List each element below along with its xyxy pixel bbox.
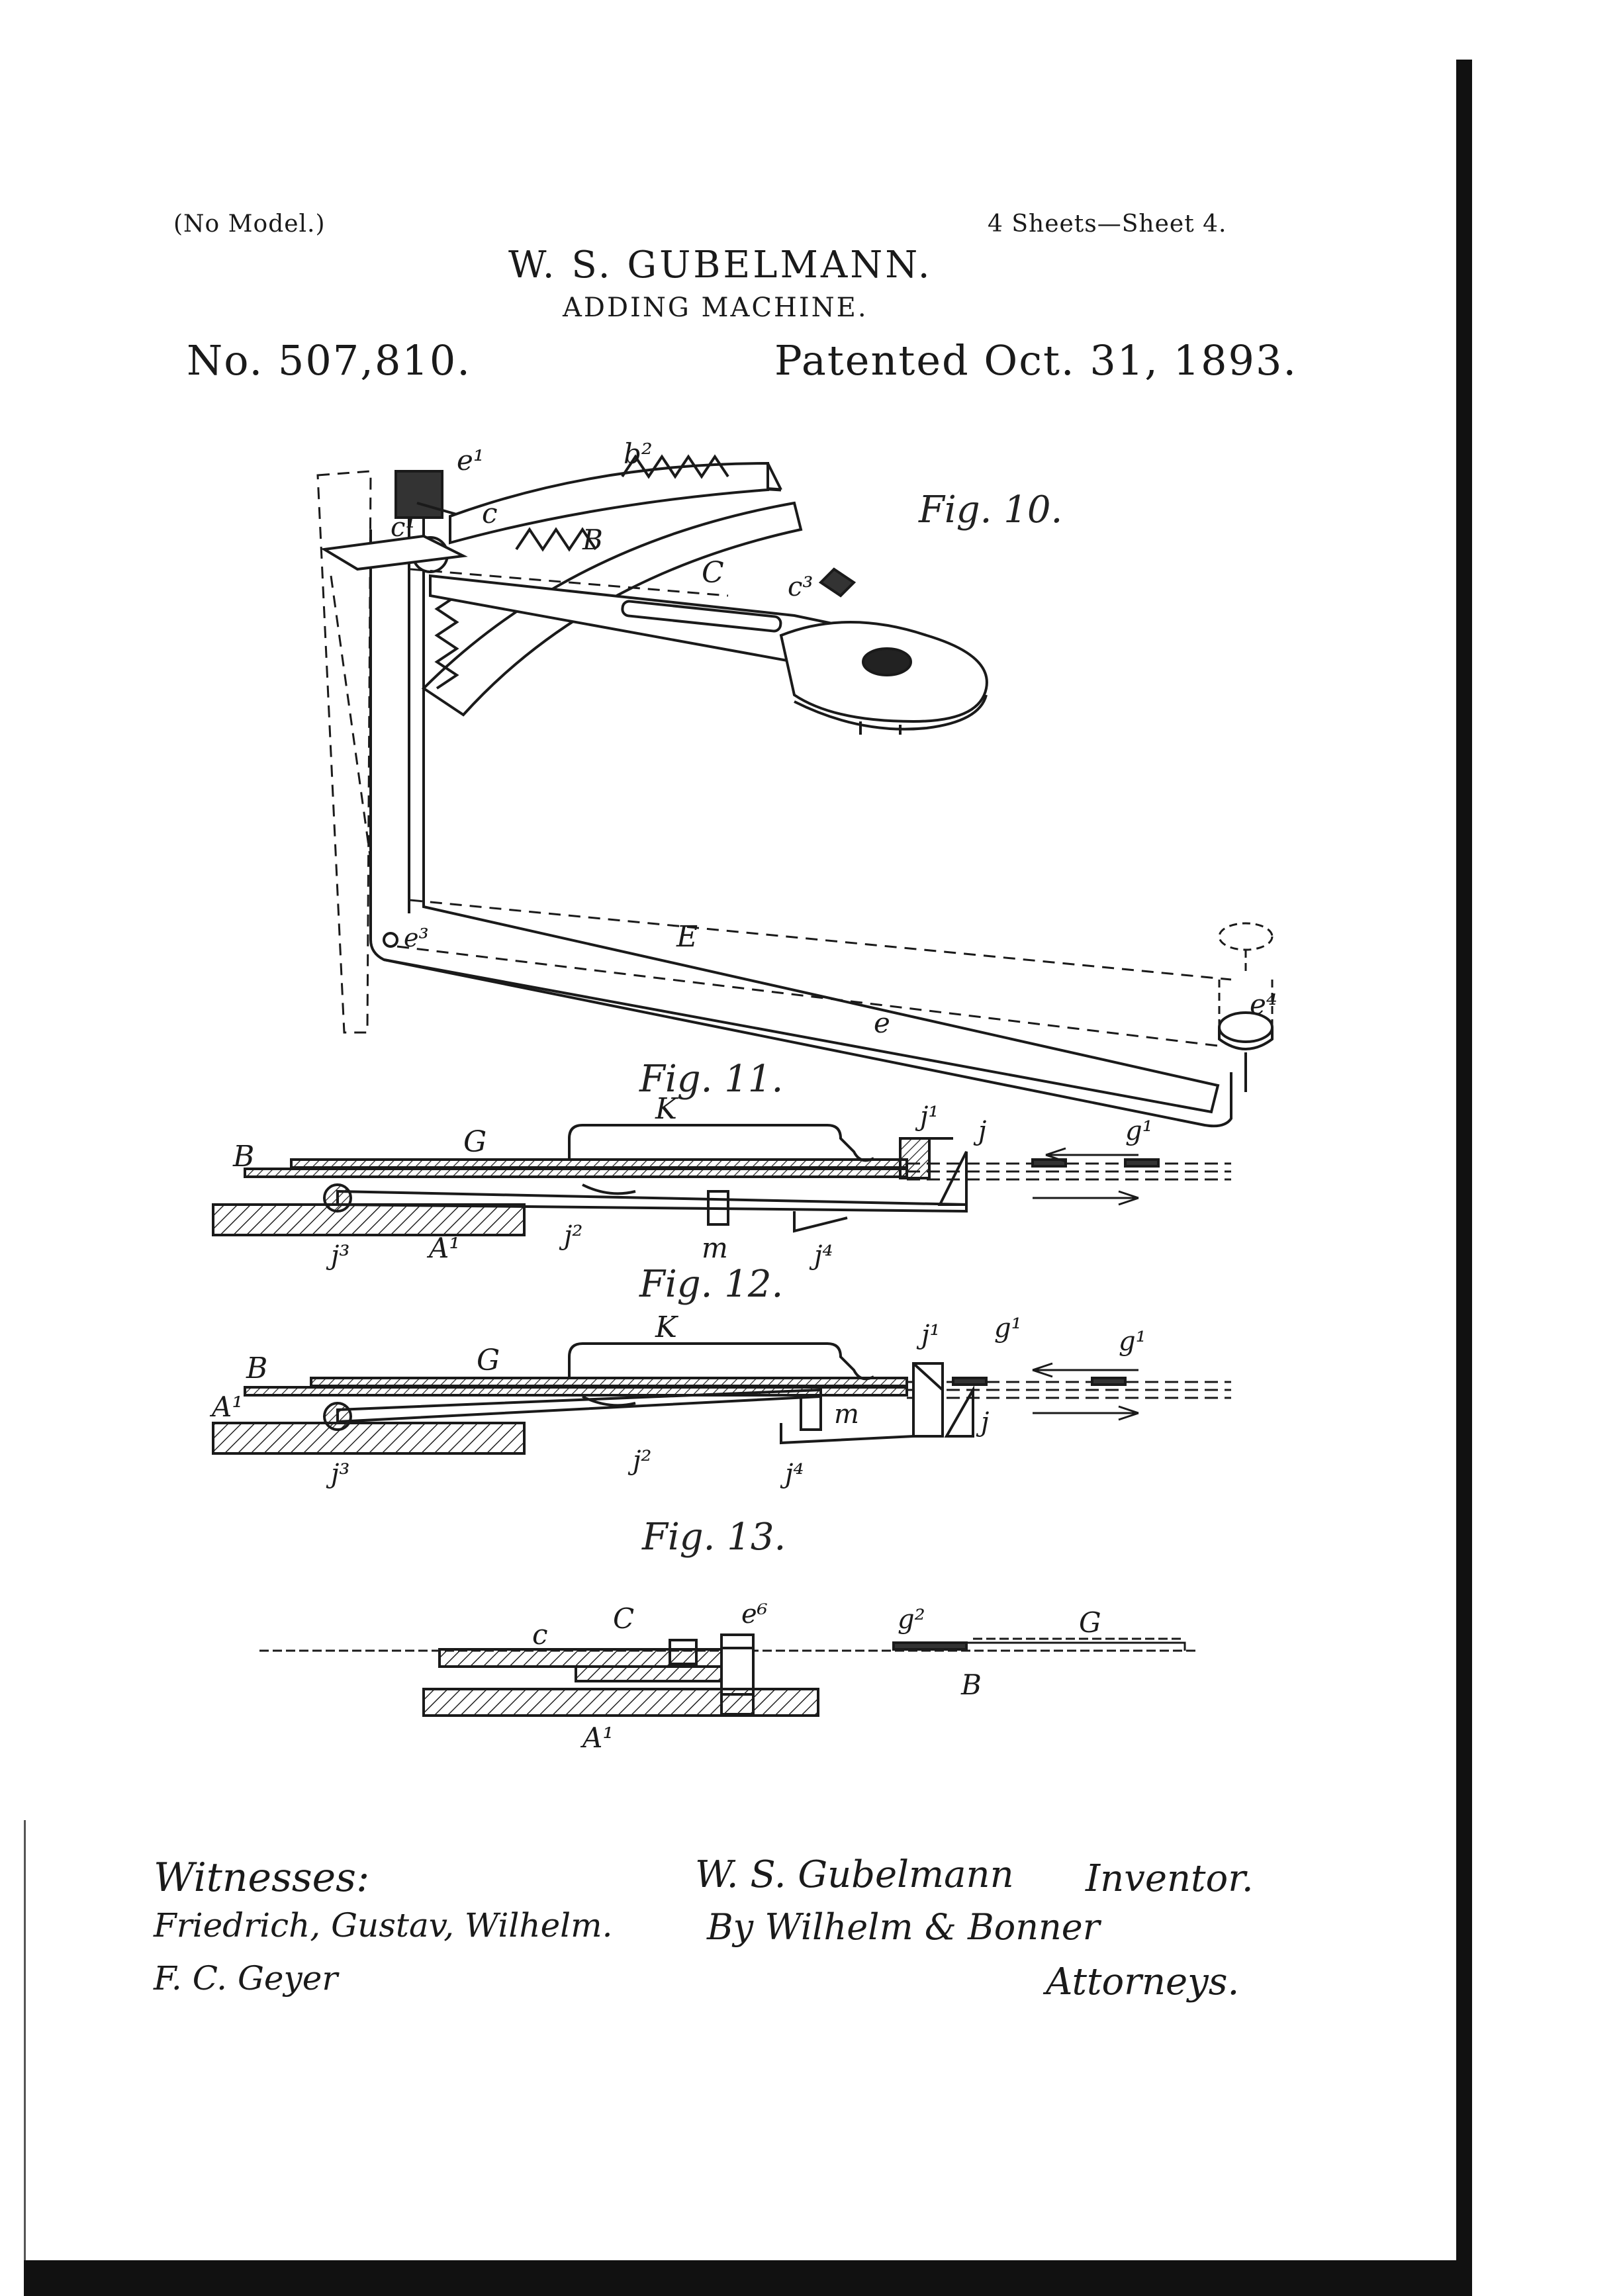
svg-text:e⁴: e⁴ [1250, 988, 1277, 1021]
svg-text:B: B [246, 1352, 267, 1385]
attorney-by-line: By Wilhelm & Bonner [707, 1906, 1100, 1948]
witness-signature-1: Friedrich, Gustav, Wilhelm. [154, 1906, 613, 1945]
svg-text:g¹: g¹ [994, 1313, 1022, 1344]
fig12-label: Fig. 12. [639, 1263, 784, 1306]
svg-text:G: G [1079, 1606, 1101, 1639]
svg-text:j¹: j¹ [915, 1101, 939, 1132]
fig12-drawing: B G K j¹ g¹ g¹ A¹ m j j³ j² j⁴ [209, 1310, 1231, 1489]
fig13-drawing: c C e⁶ g² G B A¹ [259, 1599, 1198, 1754]
svg-text:g¹: g¹ [1119, 1326, 1146, 1357]
svg-text:j³: j³ [326, 1459, 349, 1489]
svg-text:e³: e³ [404, 923, 429, 952]
svg-text:j²: j² [559, 1220, 582, 1251]
patent-number: No. 507,810. [187, 336, 471, 385]
fig10-label: Fig. 10. [919, 488, 1063, 531]
svg-text:B: B [960, 1669, 982, 1701]
svg-text:j²: j² [627, 1446, 651, 1476]
svg-text:B: B [232, 1140, 254, 1173]
inventor-signature: W. S. Gubelmann [695, 1853, 1014, 1896]
svg-text:m: m [702, 1232, 728, 1264]
fig10-drawing: e¹ b² c c¹ B C c³ e³ E e e⁴ [316, 437, 1277, 1128]
svg-text:j¹: j¹ [916, 1320, 940, 1350]
svg-text:b²: b² [624, 437, 653, 470]
svg-text:G: G [477, 1344, 500, 1377]
witness-signature-2: F. C. Geyer [154, 1959, 338, 1998]
svg-text:j⁴: j⁴ [809, 1240, 833, 1271]
svg-text:E: E [676, 920, 698, 954]
svg-text:j³: j³ [326, 1240, 349, 1271]
model-note: (No Model.) [173, 210, 326, 238]
svg-text:c¹: c¹ [391, 512, 416, 543]
svg-text:A¹: A¹ [426, 1232, 460, 1264]
right-scan-border [1456, 60, 1472, 2296]
left-scan-edge [24, 1820, 26, 2260]
svg-text:e⁶: e⁶ [741, 1599, 768, 1630]
svg-text:c³: c³ [788, 572, 813, 602]
svg-text:j: j [973, 1116, 986, 1146]
svg-text:G: G [463, 1125, 487, 1159]
svg-text:g¹: g¹ [1125, 1116, 1153, 1146]
svg-text:C: C [702, 556, 724, 590]
svg-text:e: e [874, 1007, 890, 1039]
inventor-label: Inventor. [1086, 1857, 1254, 1900]
svg-text:A¹: A¹ [580, 1722, 614, 1754]
svg-text:c: c [532, 1618, 548, 1651]
svg-text:K: K [655, 1092, 678, 1126]
bottom-scan-border [24, 2260, 1472, 2296]
svg-text:C: C [613, 1602, 634, 1635]
invention-title: ADDING MACHINE. [563, 293, 868, 323]
fig13-label: Fig. 13. [642, 1516, 786, 1559]
svg-text:m: m [834, 1399, 859, 1430]
attorneys-label: Attorneys. [1046, 1960, 1240, 2003]
svg-text:e¹: e¹ [457, 444, 485, 477]
svg-text:j: j [976, 1407, 989, 1438]
patent-date: Patented Oct. 31, 1893. [774, 336, 1298, 385]
svg-text:A¹: A¹ [209, 1391, 243, 1423]
fig11-drawing: B G K j¹ j g¹ j³ A¹ j² m j⁴ [212, 1092, 1231, 1271]
inventor-name: W. S. GUBELMANN. [508, 244, 933, 287]
svg-text:B: B [582, 524, 603, 556]
svg-text:j⁴: j⁴ [780, 1459, 804, 1489]
svg-text:c: c [482, 497, 498, 529]
svg-text:K: K [655, 1310, 678, 1344]
sheet-count: 4 Sheets—Sheet 4. [988, 210, 1227, 238]
svg-text:g²: g² [898, 1604, 925, 1635]
fig11-label: Fig. 11. [639, 1058, 784, 1101]
witnesses-label: Witnesses: [154, 1855, 370, 1901]
